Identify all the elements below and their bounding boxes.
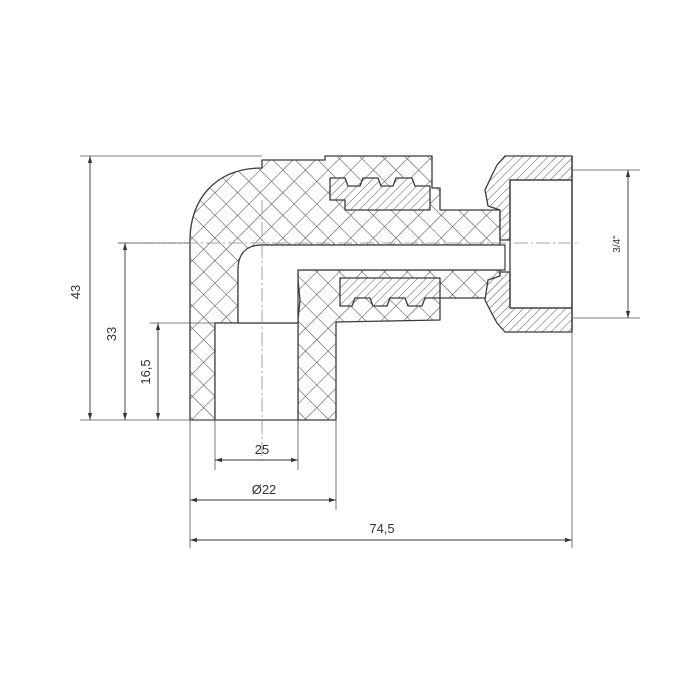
lower-thread-insert [339, 277, 441, 307]
label-socket-inner: 25 [255, 442, 269, 457]
label-thread-size: 3/4" [612, 235, 623, 253]
nut-face [509, 179, 573, 309]
label-overall-length: 74,5 [369, 521, 394, 536]
extension-lines [80, 155, 640, 548]
fitting-body [189, 155, 506, 421]
main-bore [237, 244, 506, 324]
label-socket-outer: Ø22 [252, 482, 277, 497]
label-overall-height: 43 [68, 285, 83, 299]
union-nut-lower [484, 271, 573, 333]
label-inner-height: 33 [104, 327, 119, 341]
dimension-lines [87, 156, 631, 543]
upper-thread-insert [329, 177, 431, 211]
socket-bore [214, 322, 299, 421]
label-socket-depth: 16,5 [138, 359, 153, 384]
union-nut [484, 155, 573, 333]
